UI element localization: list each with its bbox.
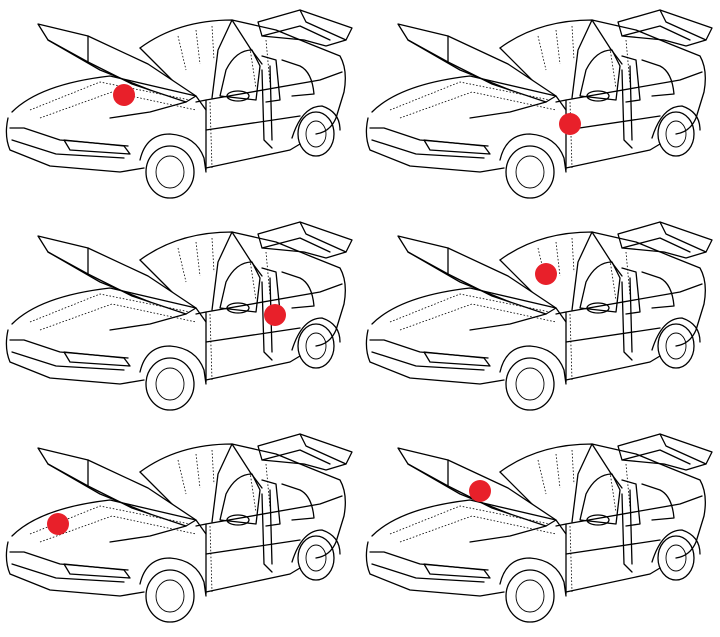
car-panel-4 (360, 212, 720, 424)
car-outline-drawing (365, 433, 713, 623)
location-marker (47, 513, 69, 535)
car-outline-drawing (5, 221, 353, 411)
car-body (365, 221, 713, 411)
car-panel-1 (0, 0, 360, 212)
car-body (5, 221, 353, 411)
car-outline-drawing (5, 9, 353, 199)
car-body (5, 9, 353, 199)
location-marker (113, 84, 135, 106)
car-outline-drawing (365, 221, 713, 411)
location-marker (264, 304, 286, 326)
car-body (5, 433, 353, 623)
car-panel-6 (360, 424, 720, 636)
car-outline-drawing (365, 9, 713, 199)
location-marker (535, 263, 557, 285)
car-body (365, 433, 713, 623)
car-panel-5 (0, 424, 360, 636)
location-marker (469, 480, 491, 502)
location-marker (559, 113, 581, 135)
car-body (365, 9, 713, 199)
car-panel-2 (360, 0, 720, 212)
car-panel-3 (0, 212, 360, 424)
car-outline-drawing (5, 433, 353, 623)
